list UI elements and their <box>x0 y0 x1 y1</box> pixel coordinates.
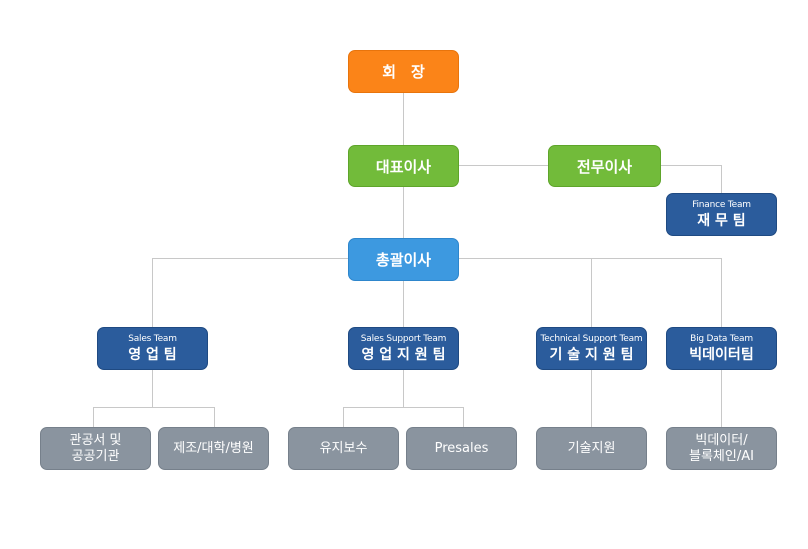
connector-salessupport-leaves <box>343 407 464 427</box>
sales-support-team-node: Sales Support Team 영 업 지 원 팀 <box>348 327 459 370</box>
connector-managing-finance <box>661 165 722 193</box>
general-director-label: 총괄이사 <box>375 251 432 269</box>
ceo-node: 대표이사 <box>348 145 459 187</box>
finance-team-en-label: Finance Team <box>692 199 751 210</box>
team-en-label: Big Data Team <box>690 333 753 344</box>
managing-director-label: 전무이사 <box>576 157 633 176</box>
connector-general-bigdata <box>459 258 722 327</box>
big-data-team-node: Big Data Team 빅데이터팀 <box>666 327 777 370</box>
leaf-line1: 기술지원 <box>567 440 616 456</box>
team-ko-label: 영 업 팀 <box>128 346 177 363</box>
finance-team-node: Finance Team 재 무 팀 <box>666 193 777 236</box>
ceo-label: 대표이사 <box>375 157 432 176</box>
connector-general-sales <box>152 258 348 327</box>
leaf-technical-support: 기술지원 <box>536 427 647 470</box>
leaf-manufacturing-university-hospital: 제조/대학/병원 <box>158 427 269 470</box>
chairman-label: 회 장 <box>382 63 425 81</box>
leaf-line1: 제조/대학/병원 <box>173 440 254 456</box>
leaf-line1: 빅데이터/ <box>695 432 748 448</box>
leaf-public-institutions: 관공서 및 공공기관 <box>40 427 151 470</box>
sales-team-node: Sales Team 영 업 팀 <box>97 327 208 370</box>
leaf-bigdata-blockchain-ai: 빅데이터/ 블록체인/AI <box>666 427 777 470</box>
leaf-maintenance: 유지보수 <box>288 427 399 470</box>
leaf-line2: 블록체인/AI <box>689 448 754 464</box>
leaf-line1: 관공서 및 <box>69 432 122 448</box>
technical-support-team-node: Technical Support Team 기 술 지 원 팀 <box>536 327 647 370</box>
finance-team-ko-label: 재 무 팀 <box>697 212 746 229</box>
general-director-node: 총괄이사 <box>348 238 459 281</box>
connector-sales-leaves <box>93 407 215 427</box>
team-en-label: Technical Support Team <box>540 333 643 344</box>
leaf-presales: Presales <box>406 427 517 470</box>
chairman-node: 회 장 <box>348 50 459 93</box>
leaf-line2: 공공기관 <box>71 448 120 464</box>
team-ko-label: 기 술 지 원 팀 <box>549 346 634 363</box>
team-ko-label: 빅데이터팀 <box>689 346 754 363</box>
team-en-label: Sales Team <box>128 333 177 344</box>
team-ko-label: 영 업 지 원 팀 <box>361 346 446 363</box>
team-en-label: Sales Support Team <box>360 333 447 344</box>
leaf-line1: Presales <box>434 440 489 456</box>
managing-director-node: 전무이사 <box>548 145 661 187</box>
leaf-line1: 유지보수 <box>319 440 368 456</box>
